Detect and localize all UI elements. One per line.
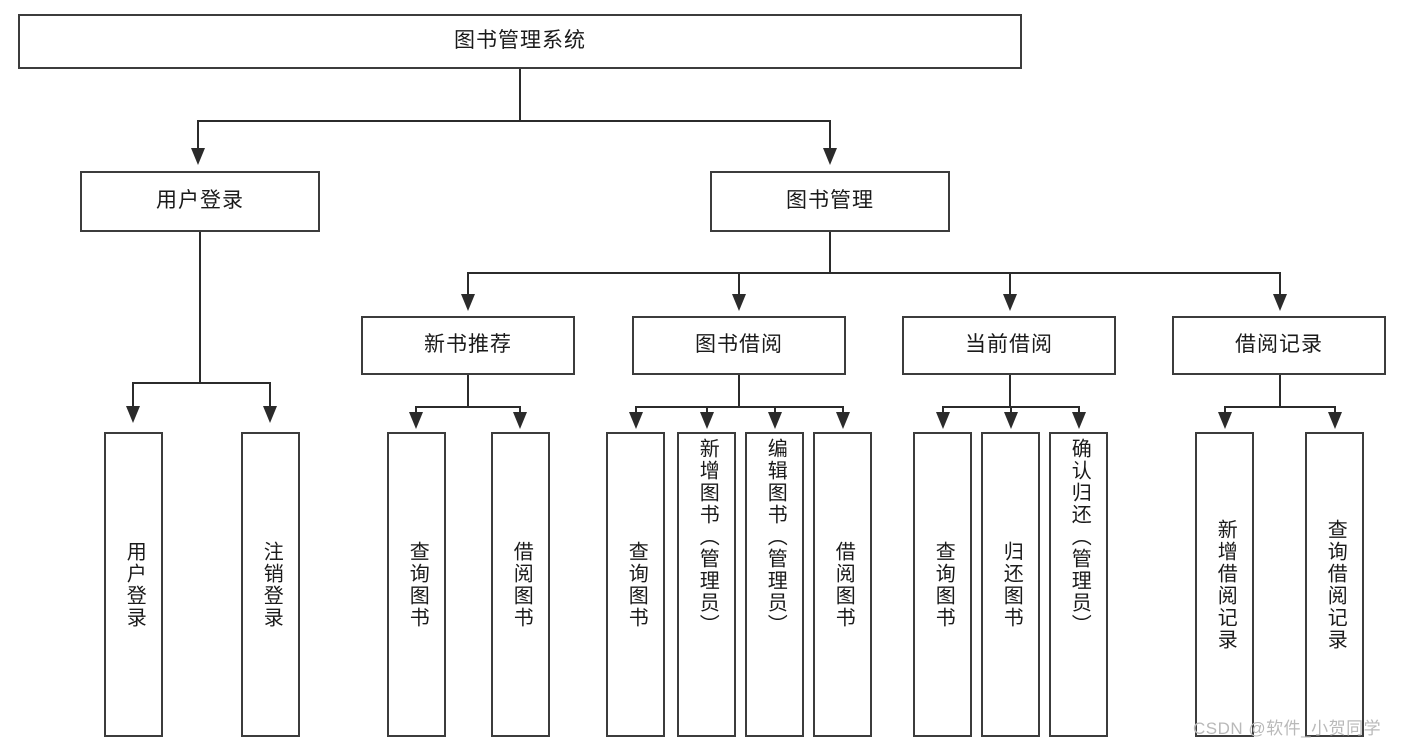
connector-book-mgmt-stem [829,232,831,274]
leaf-confirm-return-admin[interactable]: 确认归还（管理员） [1049,432,1108,737]
arrow-leaf-b2 [700,412,714,429]
arrow-borrow-record [1273,294,1287,311]
node-label: 借阅图书 [832,540,855,629]
connector-drop-new-book [467,272,469,296]
node-current-borrow[interactable]: 当前借阅 [902,316,1116,375]
leaf-logout[interactable]: 注销登录 [241,432,300,737]
connector-drop-borrow-record [1279,272,1281,296]
arrow-leaf-b3 [768,412,782,429]
connector-drop-leaf-n2 [519,406,521,416]
arrow-leaf-n1 [409,412,423,429]
node-new-book-recommend[interactable]: 新书推荐 [361,316,575,375]
connector-drop-user-login [197,120,199,150]
node-label: 用户登录 [123,540,146,629]
arrow-leaf-c2 [1004,412,1018,429]
node-label: 查询图书 [406,540,429,629]
leaf-borrow-book[interactable]: 借阅图书 [813,432,872,737]
arrow-new-book [461,294,475,311]
leaf-add-borrow-record[interactable]: 新增借阅记录 [1195,432,1254,737]
node-label: 查询借阅记录 [1324,518,1347,651]
connector-drop-book-mgmt [829,120,831,150]
arrow-book-mgmt [823,148,837,165]
connector-level2-bus [467,272,1280,274]
connector-user-login-stem [199,232,201,383]
arrow-leaf-n2 [513,412,527,429]
connector-drop-leaf-c2 [1010,406,1012,416]
leaf-query-book-current[interactable]: 查询图书 [913,432,972,737]
node-book-borrow[interactable]: 图书借阅 [632,316,846,375]
leaf-edit-book-admin[interactable]: 编辑图书（管理员） [745,432,804,737]
arrow-leaf-r1 [1218,412,1232,429]
node-label: 用户登录 [156,189,244,213]
connector-drop-leaf-b1 [635,406,637,416]
leaf-query-book-borrow[interactable]: 查询图书 [606,432,665,737]
connector-book-borrow-bus [635,406,843,408]
node-label: 确认归还（管理员） [1068,438,1091,636]
connector-new-book-stem [467,375,469,408]
leaf-query-borrow-record[interactable]: 查询借阅记录 [1305,432,1364,737]
connector-drop-leaf-u1 [132,382,134,408]
leaf-user-login[interactable]: 用户登录 [104,432,163,737]
node-label: 归还图书 [1000,540,1023,629]
arrow-leaf-u1 [126,406,140,423]
arrow-leaf-b1 [629,412,643,429]
connector-drop-leaf-n1 [415,406,417,416]
connector-root-stem [519,69,521,121]
arrow-book-borrow [732,294,746,311]
node-label: 新增借阅记录 [1214,518,1237,651]
leaf-query-book-new[interactable]: 查询图书 [387,432,446,737]
arrow-leaf-c1 [936,412,950,429]
node-borrow-record[interactable]: 借阅记录 [1172,316,1386,375]
csdn-watermark: CSDN @软件_小贺同学 [1193,719,1382,738]
connector-current-borrow-stem [1009,375,1011,408]
connector-book-borrow-stem [738,375,740,408]
connector-drop-leaf-r1 [1224,406,1226,416]
leaf-add-book-admin[interactable]: 新增图书（管理员） [677,432,736,737]
connector-new-book-bus [415,406,521,408]
node-label: 查询图书 [625,540,648,629]
node-label: 编辑图书（管理员） [764,438,787,636]
node-label: 借阅记录 [1235,333,1323,357]
connector-level1-bus [197,120,831,122]
connector-drop-leaf-c3 [1078,406,1080,416]
node-user-login[interactable]: 用户登录 [80,171,320,232]
node-label: 图书管理 [786,189,874,213]
connector-borrow-record-stem [1279,375,1281,408]
connector-drop-current-borrow [1009,272,1011,296]
arrow-leaf-c3 [1072,412,1086,429]
connector-user-login-bus [132,382,269,384]
leaf-borrow-book-new[interactable]: 借阅图书 [491,432,550,737]
arrow-user-login [191,148,205,165]
node-label: 查询图书 [932,540,955,629]
arrow-leaf-r2 [1328,412,1342,429]
node-book-management[interactable]: 图书管理 [710,171,950,232]
connector-drop-leaf-c1 [942,406,944,416]
leaf-return-book[interactable]: 归还图书 [981,432,1040,737]
node-label: 当前借阅 [965,333,1053,357]
connector-borrow-record-bus [1224,406,1336,408]
arrow-leaf-b4 [836,412,850,429]
connector-drop-leaf-b3 [774,406,776,416]
arrow-current-borrow [1003,294,1017,311]
node-label: 借阅图书 [510,540,533,629]
node-label: 新增图书（管理员） [696,438,719,636]
connector-drop-leaf-b4 [842,406,844,416]
arrow-leaf-u2 [263,406,277,423]
connector-drop-leaf-r2 [1334,406,1336,416]
node-label: 新书推荐 [424,333,512,357]
node-label: 图书借阅 [695,333,783,357]
node-root-system[interactable]: 图书管理系统 [18,14,1022,69]
connector-drop-leaf-u2 [269,382,271,408]
node-label: 注销登录 [260,540,283,629]
connector-drop-book-borrow [738,272,740,296]
connector-drop-leaf-b2 [706,406,708,416]
node-label: 图书管理系统 [454,29,586,53]
